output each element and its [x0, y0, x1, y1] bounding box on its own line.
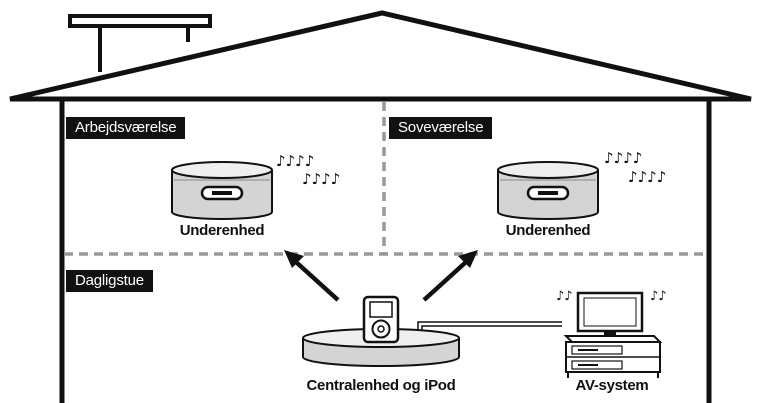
sub-unit-right-icon	[497, 161, 599, 220]
main-unit-label: Centralenhed og iPod	[306, 377, 456, 394]
roof	[9, 10, 752, 102]
music-notes-icon-av: ♪♪ ♪♪	[556, 289, 667, 304]
sub-unit-left-label: Underenhed	[179, 222, 265, 239]
room-label-living: Dagligstue	[66, 270, 153, 292]
sub-unit-right-label: Underenhed	[505, 222, 591, 239]
svg-text:♪♪♪♪: ♪♪♪♪	[302, 170, 340, 188]
svg-text:♪♪♪♪: ♪♪♪♪	[628, 168, 666, 186]
av-system-icon	[563, 291, 663, 378]
music-notes-icon-office: ♪♪♪♪ ♪♪♪♪	[276, 152, 340, 188]
arrow-icon-to-bedroom	[422, 250, 478, 302]
sub-unit-left-icon	[171, 161, 273, 220]
av-system-label: AV-system	[575, 377, 649, 394]
ipod-icon	[362, 295, 400, 344]
arrow-icon-to-office	[284, 250, 340, 302]
music-notes-icon-bedroom: ♪♪♪♪ ♪♪♪♪	[604, 149, 666, 186]
svg-text:♪♪♪♪: ♪♪♪♪	[604, 149, 642, 167]
svg-text:♪♪♪♪: ♪♪♪♪	[276, 152, 314, 170]
room-label-office: Arbejdsværelse	[66, 117, 186, 139]
main-unit-icon	[302, 328, 460, 367]
svg-text:♪♪: ♪♪	[650, 289, 667, 304]
chimney	[68, 14, 212, 72]
svg-text:♪♪: ♪♪	[556, 289, 573, 304]
room-label-bedroom: Soveværelse	[389, 117, 493, 139]
